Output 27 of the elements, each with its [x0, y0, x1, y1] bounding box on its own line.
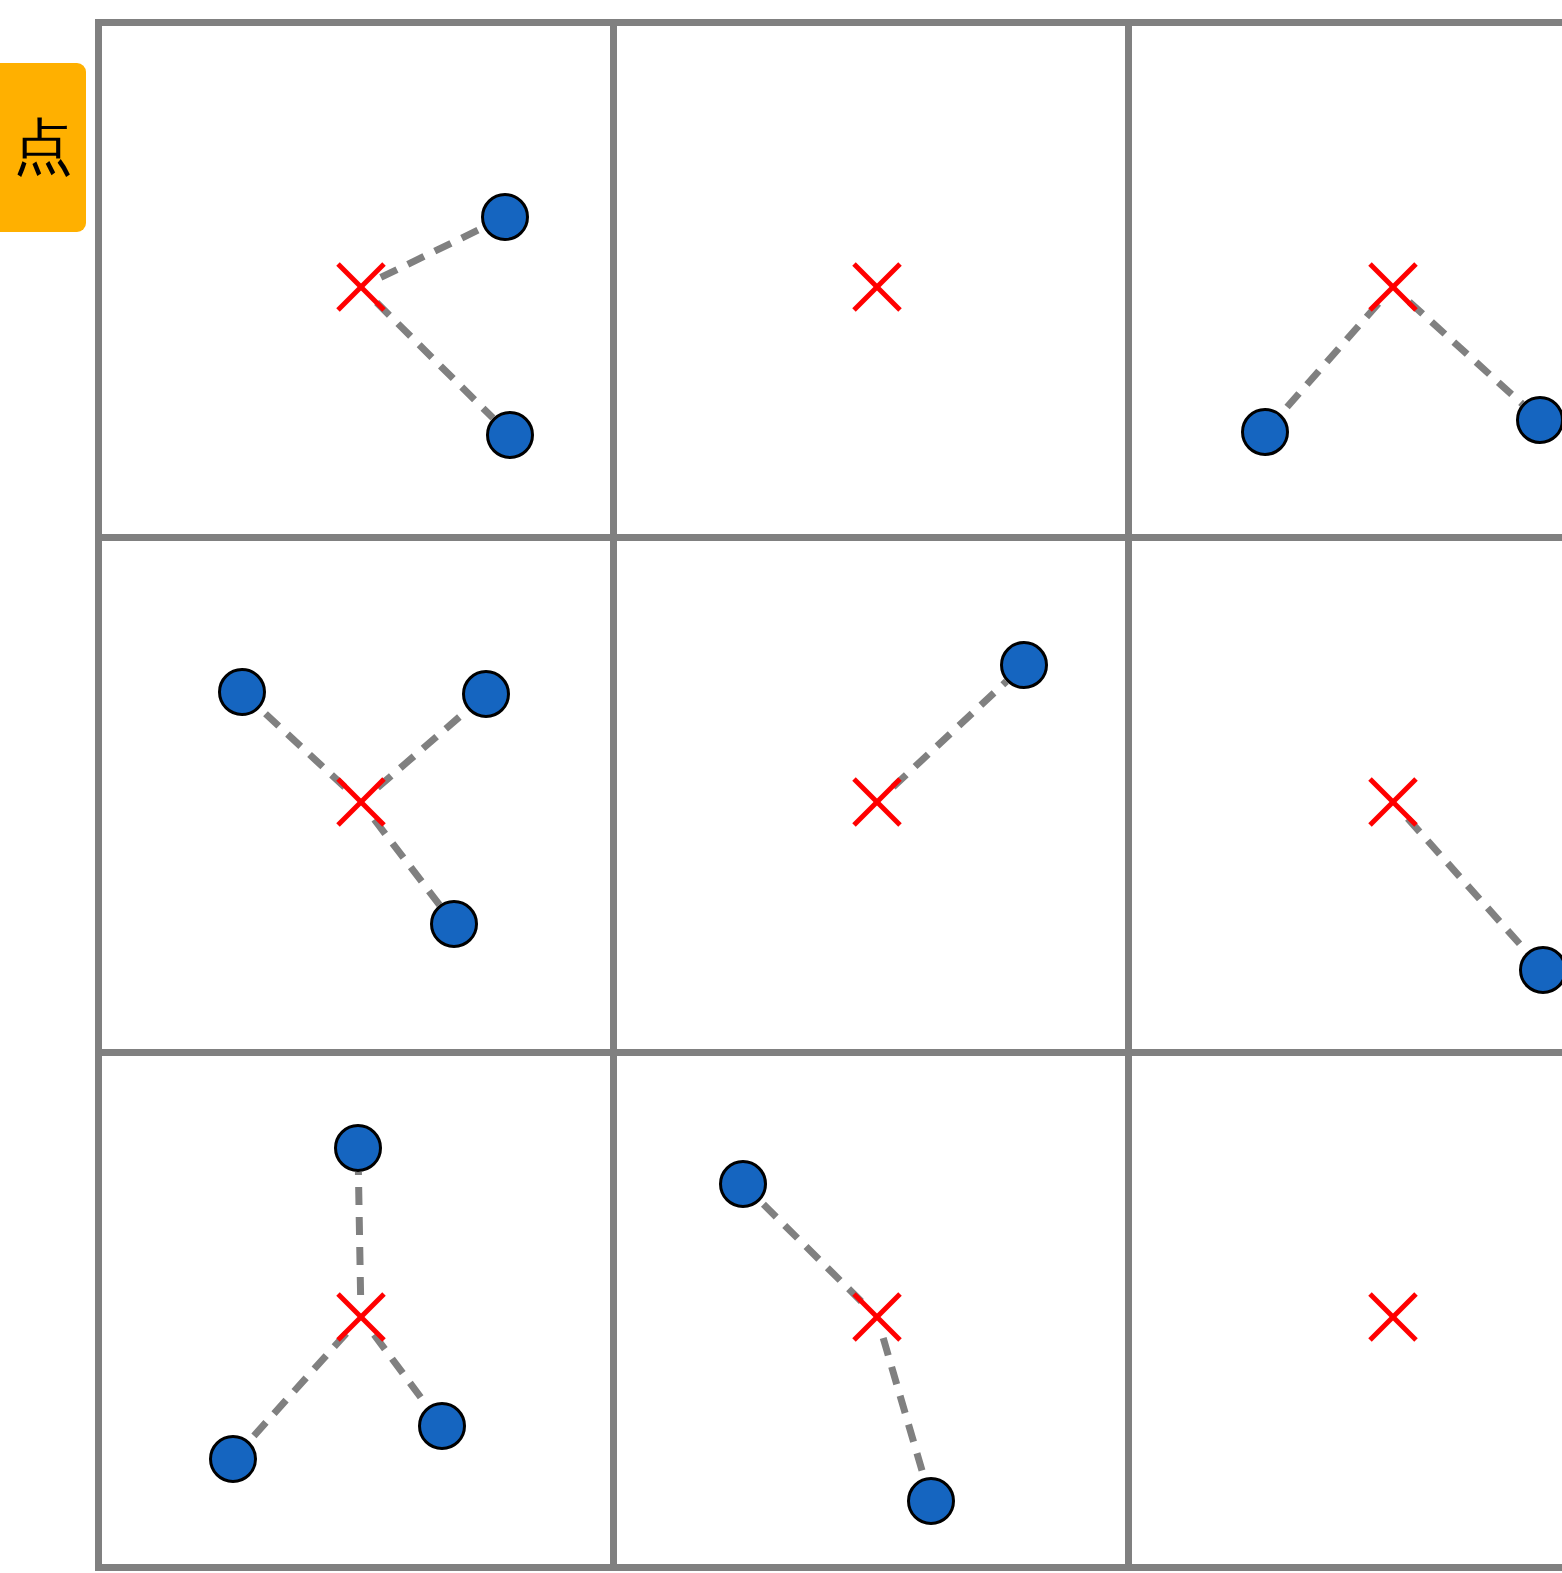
point-marker [209, 1435, 257, 1483]
point-marker [486, 411, 534, 459]
cross-marker [852, 1292, 902, 1342]
dashed-connector [374, 300, 496, 421]
point-marker [418, 1402, 466, 1450]
point-marker [430, 900, 478, 948]
point-marker [907, 1477, 955, 1525]
category-tag: 点 [0, 63, 86, 232]
cross-marker [1368, 262, 1418, 312]
point-marker [1000, 641, 1048, 689]
point-marker [1516, 396, 1562, 444]
cross-marker [852, 777, 902, 827]
point-marker [334, 1124, 382, 1172]
point-marker [1241, 408, 1289, 456]
point-marker [1519, 946, 1562, 994]
dashed-connector [371, 817, 443, 908]
cross-marker [336, 1292, 386, 1342]
point-marker [462, 670, 510, 718]
point-marker [719, 1160, 767, 1208]
point-marker [481, 193, 529, 241]
cross-marker [336, 262, 386, 312]
cross-marker [1368, 777, 1418, 827]
cross-marker [852, 262, 902, 312]
cross-marker [336, 777, 386, 827]
cross-marker [1368, 1292, 1418, 1342]
dashed-connector [354, 1171, 365, 1296]
point-marker [218, 668, 266, 716]
